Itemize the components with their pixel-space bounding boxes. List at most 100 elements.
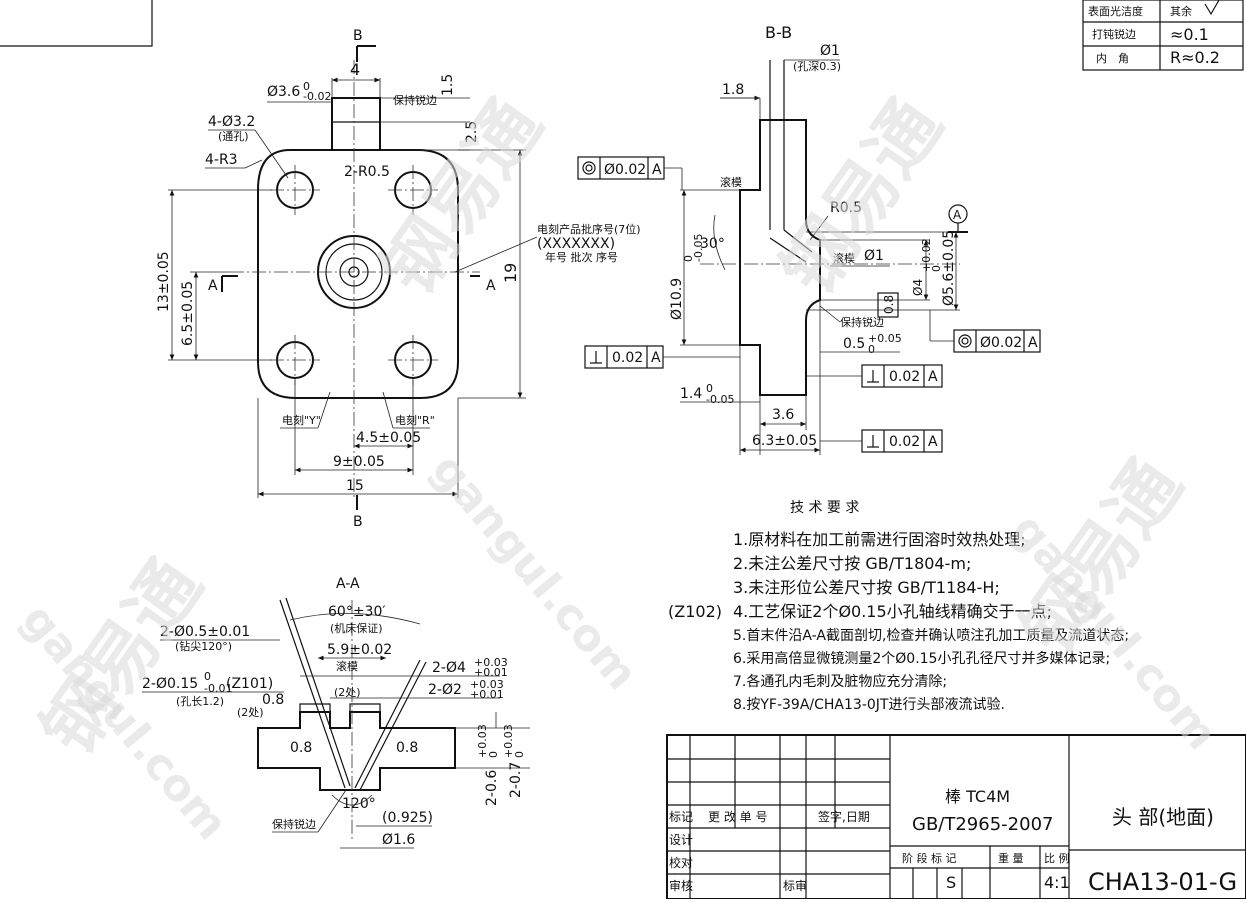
dim-d36-tol-lower: -0.02 bbox=[303, 90, 331, 103]
deburr-value: ≈0.1 bbox=[1170, 25, 1209, 44]
aa-section-body bbox=[257, 711, 456, 791]
deburr-label: 打钝锐边 bbox=[1092, 27, 1136, 41]
drawing-number: CHA13-01-G bbox=[1088, 868, 1237, 896]
bb-conc2: Ø0.02 bbox=[980, 335, 1022, 351]
aa-h015-note: (孔长1.2) bbox=[176, 695, 224, 708]
aa-h015-tol-upper: 0 bbox=[204, 670, 211, 683]
aa-c08: 0.8 bbox=[262, 692, 284, 708]
dim-d36: Ø3.6 bbox=[267, 84, 300, 100]
surface-table: 表面光洁度 其余 打钝锐边 ≈0.1 内 角 R≈0.2 bbox=[1082, 0, 1244, 71]
inner-corner-label: 内 角 bbox=[1096, 51, 1129, 65]
section-a-right: A bbox=[486, 278, 496, 294]
dim-h13: 13±0.05 bbox=[156, 251, 172, 312]
aa-angle60: 60°±30′ bbox=[328, 604, 386, 620]
bb-d4-tol-lower: 0 bbox=[930, 265, 943, 272]
tech-item-4: 4.工艺保证2个Ø0.15小孔轴线精确交于一点; bbox=[733, 602, 1052, 621]
aa-h015-code: (Z101) bbox=[226, 676, 273, 692]
dim-d36-tol-upper: 0 bbox=[303, 80, 310, 93]
rev-sign-label: 签字,日期 bbox=[818, 809, 870, 824]
bb-perp3-datum: A bbox=[928, 434, 938, 450]
aa-v07-tol-lower: 0 bbox=[513, 751, 526, 758]
bb-perp2-datum: A bbox=[928, 369, 938, 385]
aa-h015: 2-Ø0.15 bbox=[142, 676, 198, 692]
bb-perp2: 0.02 bbox=[889, 369, 920, 385]
aa-h05-note: (钻尖120°) bbox=[175, 639, 232, 653]
bb-w63: 6.3±0.05 bbox=[752, 433, 817, 449]
section-b-top: B bbox=[353, 28, 363, 44]
bb-perp3: 0.02 bbox=[889, 434, 920, 450]
aa-v06-tol-lower: 0 bbox=[487, 751, 500, 758]
bb-keep-sharp: 保持锐边 bbox=[840, 315, 884, 329]
role-check: 校对 bbox=[669, 855, 693, 870]
aa-d16: Ø1.6 bbox=[382, 832, 415, 848]
dim-r3: 4-R3 bbox=[205, 152, 238, 168]
part-name: 头 部(地面) bbox=[1112, 805, 1214, 829]
aa-w59: 5.9±0.02 bbox=[327, 642, 392, 658]
section-aa: A-A 60°±30′ (机床保证) 2-Ø0.5±0.01 (钻尖120°) … bbox=[142, 576, 530, 849]
serial-code: (XXXXXXX) bbox=[537, 236, 615, 252]
watermark-2: 钢易通 bbox=[765, 85, 958, 310]
surface-finish-label: 表面光洁度 bbox=[1088, 4, 1143, 18]
tech-prefix: (Z102) bbox=[668, 602, 722, 621]
role-approve: 标审 bbox=[783, 878, 807, 893]
bb-d109-tol-upper: 0 bbox=[682, 255, 695, 262]
tech-item-2: 2.未注公差尺寸按 GB/T1804-m; bbox=[733, 554, 971, 573]
bb-w14: 1.4 bbox=[680, 386, 702, 402]
aa-d2-tol-lower: +0.01 bbox=[470, 688, 504, 701]
dim-w4: 4 bbox=[350, 60, 360, 79]
keep-sharp-top: 保持锐边 bbox=[393, 93, 437, 107]
bb-w18: 1.8 bbox=[722, 82, 744, 98]
dim-holes-note: (通孔) bbox=[218, 130, 249, 143]
roughness-symbol bbox=[1204, 0, 1220, 16]
bb-d4: Ø4 bbox=[911, 279, 925, 296]
role-review: 审核 bbox=[669, 878, 693, 893]
bb-title: B-B bbox=[765, 23, 792, 42]
aa-d2-tol-upper: +0.03 bbox=[470, 678, 504, 691]
bb-r05: R0.5 bbox=[830, 200, 862, 216]
bb-w14-tol-upper: 0 bbox=[706, 382, 713, 395]
section-b-bottom: B bbox=[353, 514, 363, 530]
aa-v06-tol-upper: +0.03 bbox=[476, 724, 489, 758]
aa-v06: 2-0.6 bbox=[484, 770, 500, 806]
tech-requirements: 技 术 要 求 1.原材料在加工前需进行固溶时效热处理; 2.未注公差尺寸按 G… bbox=[668, 500, 1129, 713]
aa-d4: 2-Ø4 bbox=[432, 660, 466, 676]
surface-finish-value: 其余 bbox=[1170, 4, 1192, 18]
title-block: 标记 更 改 单 号 签字,日期 设计 校对 审核 标审 棒 TC4M GB/T… bbox=[666, 734, 1246, 900]
bb-conc2-datum: A bbox=[1028, 335, 1038, 351]
aa-d4-tol-upper: +0.03 bbox=[474, 656, 508, 669]
aa-smooth: 滚模 bbox=[336, 659, 358, 673]
aa-d2: 2-Ø2 bbox=[428, 682, 462, 698]
dim-h25: 2.5 bbox=[464, 121, 480, 143]
weight-label: 重 量 bbox=[998, 851, 1024, 865]
serial-parts: 年号 批次 序号 bbox=[545, 250, 618, 264]
inner-corner-value: R≈0.2 bbox=[1170, 48, 1220, 67]
rev-change-label: 更 改 单 号 bbox=[708, 810, 767, 824]
plate-outline bbox=[257, 149, 459, 399]
tech-item-7: 7.各通孔内毛刺及脏物应充分清除; bbox=[733, 673, 947, 690]
aa-c08-note: (2处) bbox=[237, 706, 264, 719]
tech-item-1: 1.原材料在加工前需进行固溶时效热处理; bbox=[733, 530, 1026, 549]
watermark-1: 钢易通 bbox=[365, 85, 558, 310]
material-1: 棒 TC4M bbox=[945, 787, 1010, 806]
aa-v07-tol-upper: +0.03 bbox=[502, 724, 515, 758]
dim-w15: 15 bbox=[346, 478, 364, 494]
aa-title: A-A bbox=[336, 576, 360, 592]
dim-w9: 9±0.05 bbox=[333, 454, 385, 470]
role-design: 设计 bbox=[669, 833, 693, 847]
frame-corner bbox=[0, 0, 153, 47]
bb-w05-tol-lower: 0 bbox=[868, 343, 875, 356]
bb-perp1: 0.02 bbox=[612, 350, 643, 366]
bb-w36: 3.6 bbox=[772, 407, 794, 423]
bb-w05: 0.5 bbox=[843, 336, 865, 352]
top-boss bbox=[331, 97, 381, 151]
bb-conc1: Ø0.02 bbox=[604, 162, 646, 178]
mark-y: 电刻"Y" bbox=[282, 413, 321, 427]
stage-value: S bbox=[946, 873, 956, 892]
bb-smooth: 滚模 bbox=[720, 175, 742, 189]
aa-d0925: (0.925) bbox=[382, 810, 433, 826]
scale-value: 4:1 bbox=[1044, 873, 1070, 892]
stage-label: 阶 段 标 记 bbox=[902, 851, 957, 865]
bb-angle30: 30° bbox=[700, 236, 725, 252]
